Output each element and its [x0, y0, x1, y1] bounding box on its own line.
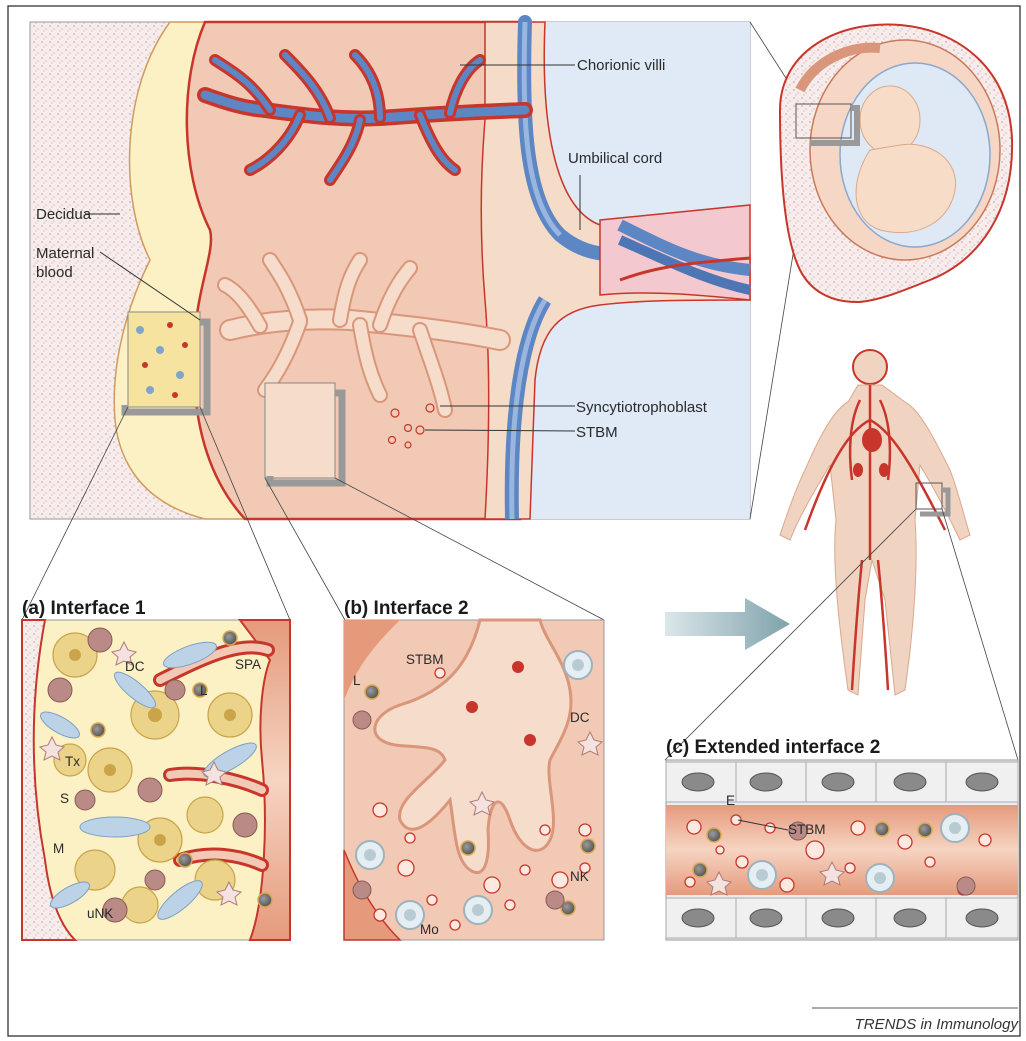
- label-a-s: S: [60, 791, 69, 806]
- label-a-spa: SPA: [235, 657, 261, 672]
- panel-a: DC SPA L Tx S M uNK: [22, 620, 290, 940]
- label-b-stbm: STBM: [406, 652, 444, 667]
- panel-c: E STBM: [666, 760, 1018, 940]
- label-decidua: Decidua: [36, 206, 92, 223]
- panel-b-title: (b) Interface 2: [344, 598, 469, 619]
- panel-a-title: (a) Interface 1: [22, 598, 146, 619]
- label-a-unk: uNK: [87, 906, 113, 921]
- label-maternal-blood-line2: blood: [36, 264, 73, 281]
- label-a-l: L: [200, 683, 208, 698]
- label-stbm-main: STBM: [576, 424, 618, 441]
- placenta-panel: Chorionic villi Umbilical cord Decidua M…: [30, 22, 750, 519]
- label-chorionic-villi: Chorionic villi: [577, 57, 665, 74]
- label-c-stbm: STBM: [788, 822, 826, 837]
- inset-box-b: [265, 383, 335, 478]
- label-b-l: L: [353, 673, 361, 688]
- label-b-nk: NK: [570, 869, 589, 884]
- panel-b: STBM L DC NK Mo: [344, 620, 604, 940]
- credit: TRENDS in Immunology: [855, 1016, 1020, 1033]
- label-umbilical-cord: Umbilical cord: [568, 150, 662, 167]
- label-a-tx: Tx: [65, 754, 80, 769]
- label-a-m: M: [53, 841, 64, 856]
- label-b-mo: Mo: [420, 922, 439, 937]
- label-c-e: E: [726, 793, 735, 808]
- label-maternal-blood-line1: Maternal: [36, 245, 94, 262]
- label-a-dc: DC: [125, 659, 145, 674]
- label-b-dc: DC: [570, 710, 590, 725]
- panel-c-title: (c) Extended interface 2: [666, 737, 880, 758]
- label-syncytiotrophoblast: Syncytiotrophoblast: [576, 399, 708, 416]
